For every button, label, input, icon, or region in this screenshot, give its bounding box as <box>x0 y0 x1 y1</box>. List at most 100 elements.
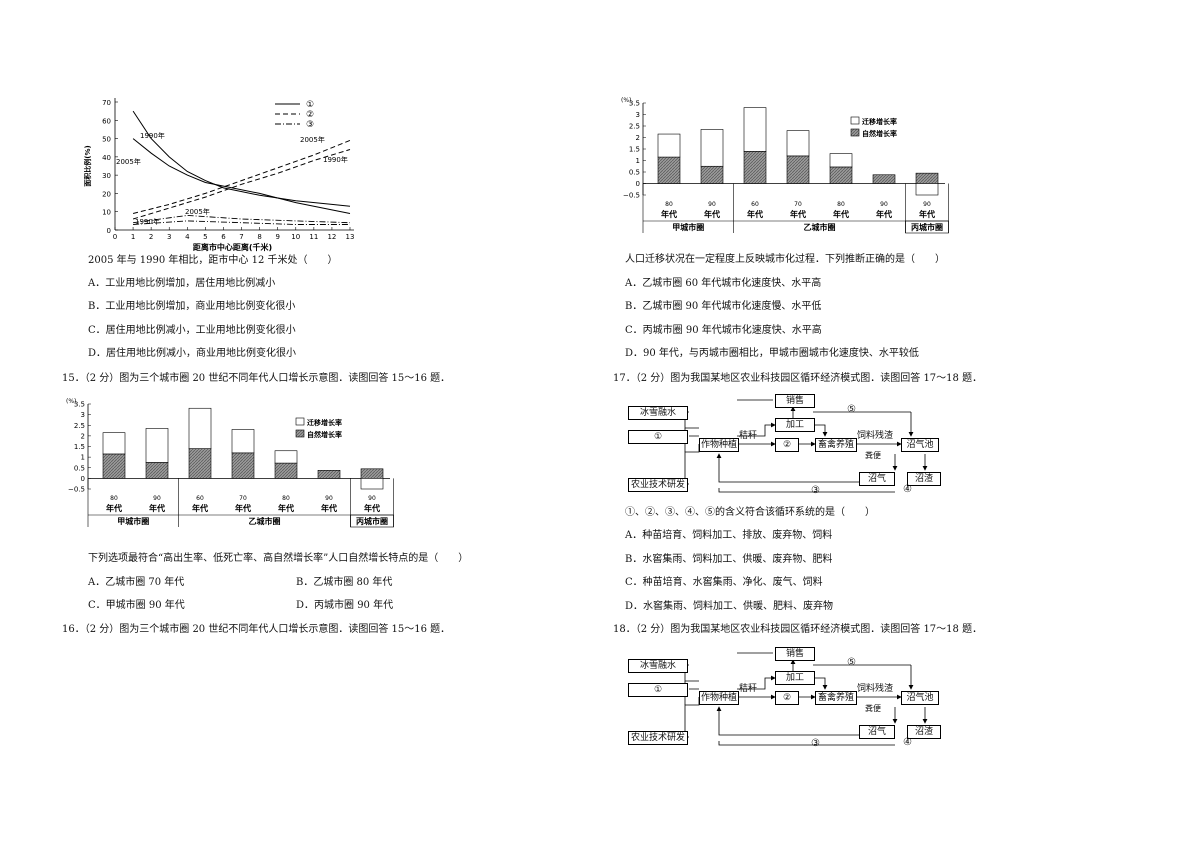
y-tick-label: 70 <box>102 99 111 107</box>
bar-group-label: 乙城市圈 <box>804 222 836 232</box>
bar-y-tick-label: 3 <box>81 411 85 419</box>
bar-y-tick-label: 2 <box>81 432 85 440</box>
flow-label-5: ⑤ <box>847 657 856 668</box>
bar-category-label: 60 <box>196 495 204 502</box>
q16-question: 人口迁移状况在一定程度上反映城市化过程．下列推断正确的是（ ） <box>625 254 945 265</box>
bar-y-tick-label: 1 <box>81 454 85 462</box>
q16-stem: 16．（2 分）图为三个城市圈 20 世纪不同年代人口增长示意图．读图回答 15… <box>62 624 451 635</box>
series-line-4 <box>132 149 351 220</box>
q14-option-d[interactable]: D．居住用地比例减小，商业用地比例变化很小 <box>88 348 297 359</box>
y-tick-label: 10 <box>102 209 111 217</box>
legend-label: ② <box>306 110 314 120</box>
bar-migration-5 <box>829 153 853 168</box>
line-annotation: 1990年 <box>140 131 165 140</box>
bar-category-label: 80 <box>837 201 845 208</box>
group-box <box>905 220 949 234</box>
y-tick-label: 0 <box>107 227 111 235</box>
q17-option-b[interactable]: B．水窖集雨、饲料加工、供暖、废弃物、肥料 <box>625 554 833 565</box>
flow-node-livestock: 畜禽养殖 <box>815 691 857 705</box>
x-tick-label: 5 <box>203 233 207 241</box>
bar-migration-4 <box>231 429 255 454</box>
flow-node-1: ① <box>628 683 688 697</box>
q17-option-d[interactable]: D．水窖集雨、饲料加工、供暖、肥料、废弃物 <box>625 601 834 612</box>
bar-y-tick-label: 3.5 <box>74 401 85 409</box>
q16-option-a[interactable]: A．乙城市圈 60 年代城市化速度快、水平高 <box>625 278 822 289</box>
q16-option-c[interactable]: C．丙城市圈 90 年代城市化速度快、水平高 <box>625 325 822 336</box>
flow-node-crop: 作物种植 <box>699 691 739 705</box>
flow-label-straw: 秸秆 <box>739 431 758 441</box>
flow-node-sales: 销售 <box>775 394 815 408</box>
bar-y-tick-label: 2.5 <box>629 123 640 131</box>
flow-node-processing: 加工 <box>775 418 815 432</box>
bar-category-label: 年代 <box>833 209 849 219</box>
q15-option-b[interactable]: B．乙城市圈 80 年代 <box>296 577 393 588</box>
bar-migration-5 <box>274 450 298 464</box>
bar-natural-4 <box>231 452 255 479</box>
line-annotation: 1990年 <box>135 217 160 226</box>
bar-migration-7 <box>915 183 939 196</box>
q14-option-c[interactable]: C．居住用地比例减小，工业用地比例变化很小 <box>88 325 296 336</box>
bar-category-label: 年代 <box>661 209 677 219</box>
q17-option-a[interactable]: A．种苗培育、饲料加工、排放、废弃物、饲料 <box>625 530 833 541</box>
bar-y-unit: (%) <box>66 398 76 405</box>
bar-y-tick-label: 0 <box>636 180 640 188</box>
bar-y-tick-label: 1.5 <box>74 443 85 451</box>
q15-option-c[interactable]: C．甲城市圈 90 年代 <box>88 600 185 611</box>
x-tick-label: 4 <box>185 233 190 241</box>
flow-node-snowmelt: 冰雪融水 <box>628 659 688 673</box>
bar-category-label: 年代 <box>106 503 122 513</box>
q15-option-a[interactable]: A．乙城市圈 70 年代 <box>88 577 185 588</box>
q16-option-b[interactable]: B．乙城市圈 90 年代城市化速度慢、水平低 <box>625 301 822 312</box>
bar-category-label: 年代 <box>919 209 935 219</box>
legend-label: ③ <box>306 120 314 130</box>
y-tick-label: 30 <box>102 172 111 180</box>
x-tick-label: 2 <box>149 233 153 241</box>
bar-natural-3 <box>743 150 767 184</box>
q14-option-b[interactable]: B．工业用地比例增加，商业用地比例变化很小 <box>88 301 296 312</box>
line-annotation: 2005年 <box>116 157 141 166</box>
flow-node-biogas: 沼气 <box>859 725 895 739</box>
flow-label-feed-residue: 饲料残渣 <box>857 431 894 441</box>
bar-migration-3 <box>743 107 767 152</box>
legend-swatch-natural <box>295 429 305 438</box>
q14-option-a[interactable]: A．工业用地比例增加，居住用地比例减小 <box>88 278 276 289</box>
series-line-1 <box>132 110 351 207</box>
line-chart-series <box>132 110 351 225</box>
bar-migration-2 <box>145 428 169 463</box>
legend-label-migration: 迁移增长率 <box>307 418 342 427</box>
population-bar-chart-q16: (%)3.532.521.510.50−0.580年代90年代60年代70年代8… <box>621 97 949 234</box>
flow-label-manure: 粪便 <box>865 704 881 713</box>
legend-label-natural: 自然增长率 <box>862 129 897 138</box>
q17-question: ①、②、③、④、⑤的含义符合该循环系统的是（ ） <box>625 507 875 518</box>
bar-category-label: 90 <box>368 495 376 502</box>
q17-stem: 17．（2 分）图为我国某地区农业科技园区循环经济模式图．读图回答 17～18 … <box>613 373 983 384</box>
x-tick-label: 6 <box>221 233 226 241</box>
y-tick-label: 40 <box>102 154 111 162</box>
q16-option-d[interactable]: D．90 年代，与丙城市圈相比，甲城市圈城市化速度快、水平较低 <box>625 348 919 359</box>
bar-y-tick-label: 1.5 <box>629 146 640 154</box>
bar-y-tick-label: 0 <box>81 475 85 483</box>
flow-node-biogas-pit: 沼气池 <box>901 691 939 705</box>
bar-category-label: 80 <box>282 495 290 502</box>
flow-label-4: ④ <box>903 484 912 495</box>
bar-group-label: 乙城市圈 <box>249 516 281 526</box>
bar-category-label: 年代 <box>790 209 806 219</box>
q17-option-c[interactable]: C．种苗培育、水窖集雨、净化、废气、饲料 <box>625 577 823 588</box>
q15-question: 下列选项最符合“高出生率、低死亡率、高自然增长率”人口自然增长特点的是（ ） <box>88 553 469 564</box>
q15-option-d[interactable]: D．丙城市圈 90 年代 <box>296 600 394 611</box>
flow-node-snowmelt: 冰雪融水 <box>628 406 688 420</box>
bar-natural-2 <box>700 165 724 184</box>
bar-natural-7 <box>360 468 384 479</box>
bar-natural-7 <box>915 172 939 184</box>
bar-category-label: 90 <box>153 495 161 502</box>
x-tick-label: 0 <box>113 233 117 241</box>
flow-label-5: ⑤ <box>847 404 856 415</box>
y-tick-label: 20 <box>102 190 111 198</box>
x-tick-label: 9 <box>275 233 279 241</box>
bar-category-label: 年代 <box>704 209 720 219</box>
bar-migration-2 <box>700 129 724 167</box>
bar-y-tick-label: 3.5 <box>629 100 640 108</box>
bar-natural-4 <box>786 155 810 184</box>
